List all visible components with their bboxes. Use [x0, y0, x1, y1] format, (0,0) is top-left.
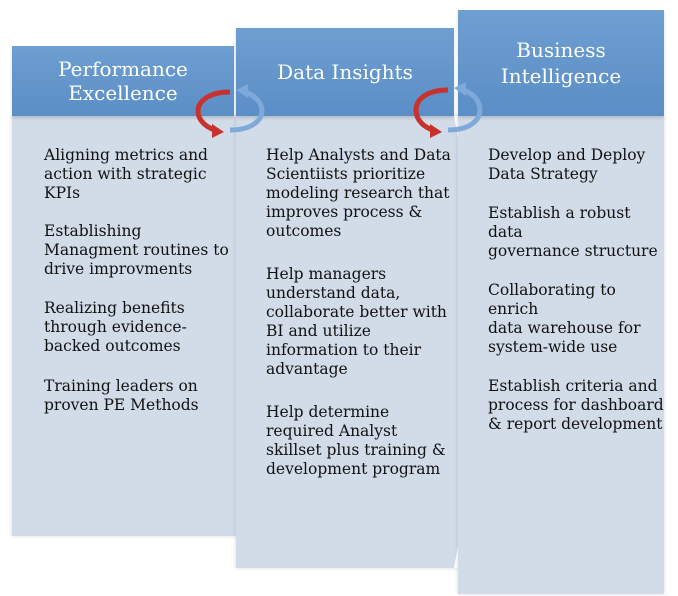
column-items: Help Analysts and Data Scientiists prior… [266, 146, 488, 479]
list-item: Develop and Deploy Data Strategy [488, 146, 646, 183]
list-item: Establish a robust data governance struc… [488, 204, 658, 260]
list-item: Aligning metrics and action with strateg… [44, 146, 208, 202]
column-body-data-insights: Help Analysts and Data Scientiists prior… [236, 116, 494, 568]
column-header-business-intelligence: Business Intelligence [458, 10, 664, 116]
chevron-panel-shape [236, 116, 494, 568]
list-item: Help managers understand data, collabora… [266, 265, 447, 378]
cycle-arrows-icon [195, 84, 265, 138]
column-items: Aligning metrics and action with strateg… [44, 146, 269, 415]
list-item: Help determine required Analyst skillset… [266, 403, 446, 478]
cycle-arrows-icon [413, 82, 483, 138]
column-body-business-intelligence: Develop and Deploy Data Strategy Establi… [458, 116, 664, 594]
list-item: Collaborating to enrich data warehouse f… [488, 281, 641, 356]
list-item: Training leaders on proven PE Methods [44, 377, 199, 414]
column-items: Develop and Deploy Data Strategy Establi… [488, 146, 664, 434]
column-header-performance-excellence: Performance Excellence [12, 46, 234, 116]
list-item: Help Analysts and Data Scientiists prior… [266, 146, 451, 240]
chevron-panel-shape [12, 116, 280, 536]
list-item: Establish criteria and process for dashb… [488, 377, 664, 433]
list-item: Realizing benefits through evidence- bac… [44, 299, 187, 355]
column-body-performance-excellence: Aligning metrics and action with strateg… [12, 116, 280, 536]
list-item: Establishing Managment routines to drive… [44, 222, 229, 278]
